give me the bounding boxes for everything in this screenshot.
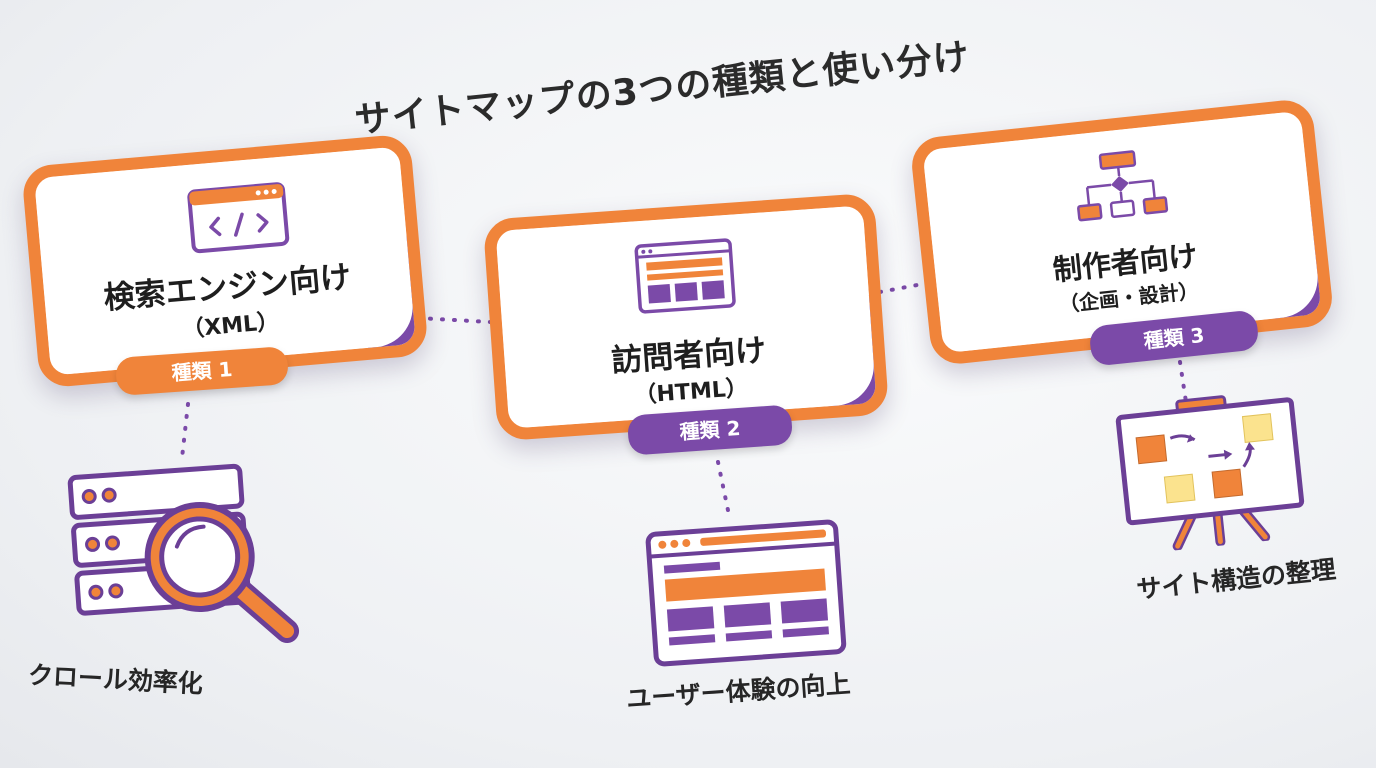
connector-card1-card2 xyxy=(416,316,492,324)
connector-card2-caption xyxy=(716,460,732,522)
server-magnifier-icon xyxy=(67,463,300,644)
flowchart-icon xyxy=(1077,150,1169,222)
connector-card3-caption xyxy=(1178,360,1188,404)
card-visitor: 訪問者向け （HTML） xyxy=(482,192,890,442)
webpage-layout-icon xyxy=(634,238,736,314)
whiteboard-icon xyxy=(1115,395,1305,552)
browser-window-icon xyxy=(645,519,847,667)
code-window-icon xyxy=(187,182,290,254)
card-creator: 制作者向け （企画・設計） xyxy=(909,97,1335,367)
card-search-engine: 検索エンジン向け （XML） xyxy=(21,133,429,389)
connector-card1-caption xyxy=(180,402,190,460)
connector-card2-card3 xyxy=(878,278,946,294)
